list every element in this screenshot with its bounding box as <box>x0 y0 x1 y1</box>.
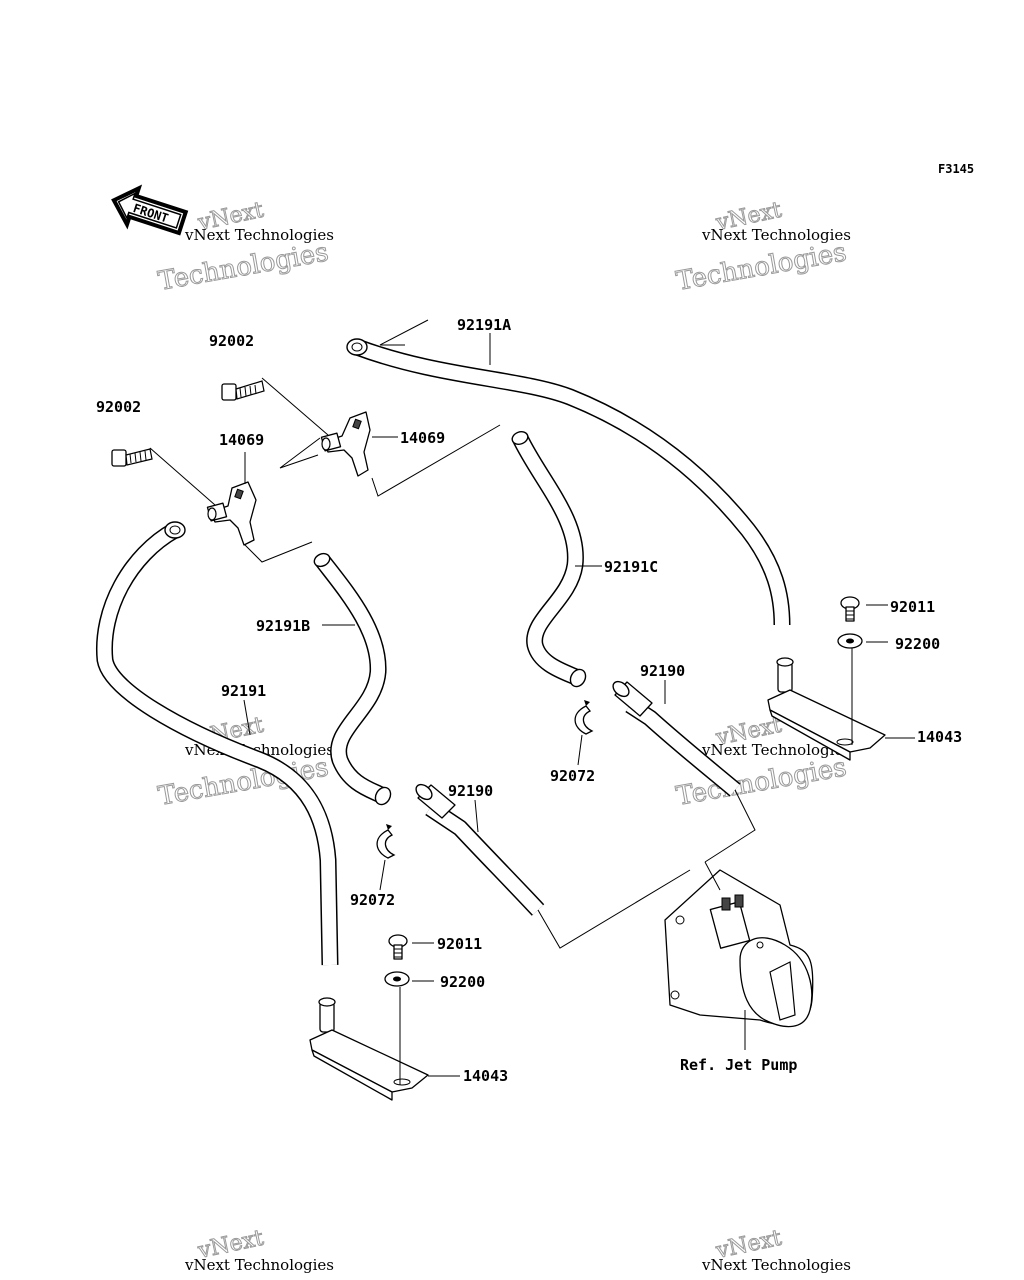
fitting-14069-right <box>320 411 371 477</box>
label-jet-pump-ref: Ref. Jet Pump <box>680 1056 797 1074</box>
label-92191: 92191 <box>221 682 266 700</box>
label-92072-left: 92072 <box>350 891 395 909</box>
watermark-bottom-right: vNext vNext Technologies <box>701 1225 851 1274</box>
label-92200-right: 92200 <box>895 635 940 653</box>
bolt-92002-left <box>111 448 153 467</box>
label-92072-right: 92072 <box>550 767 595 785</box>
label-14069-right: 14069 <box>400 429 445 447</box>
watermark-text: vNext Technologies <box>184 226 334 244</box>
hose-92191 <box>95 521 339 966</box>
label-92190-center: 92190 <box>448 782 493 800</box>
bolt-92002-top <box>221 380 265 401</box>
screw-92011-right <box>840 596 860 622</box>
svg-text:vNext Technologies: vNext Technologies <box>701 1256 851 1274</box>
figure-code: F3145 <box>938 162 974 176</box>
svg-text:vNext Technologies: vNext Technologies <box>701 741 851 759</box>
hose-92191B <box>313 552 392 806</box>
label-14069-left: 14069 <box>219 431 264 449</box>
clamp-92072-right <box>574 700 594 735</box>
label-92190-right: 92190 <box>640 662 685 680</box>
clamp-92072-left <box>376 824 396 859</box>
hose-92191C <box>511 431 587 688</box>
hose-92190-right <box>612 680 741 797</box>
jet-pump <box>664 869 814 1028</box>
watermark-bottom-left: vNext vNext Technologies <box>184 1225 334 1274</box>
label-92191A: 92191A <box>457 316 511 334</box>
watermark-word: Technologies <box>156 237 331 296</box>
label-92002-left: 92002 <box>96 398 141 416</box>
leader-lines <box>149 319 915 1085</box>
label-14043-right: 14043 <box>917 728 962 746</box>
label-92200-left: 92200 <box>440 973 485 991</box>
hose-92190-center <box>415 783 545 916</box>
filter-14043-right <box>767 657 886 761</box>
svg-text:vNext Technologies: vNext Technologies <box>701 226 851 244</box>
filter-14043-left <box>309 997 429 1101</box>
washer-92200-right <box>837 633 863 649</box>
front-arrow-icon: FRONT <box>111 184 189 236</box>
label-14043-left: 14043 <box>463 1067 508 1085</box>
label-92011-left: 92011 <box>437 935 482 953</box>
label-92002-top: 92002 <box>209 332 254 350</box>
hose-92191A <box>346 338 791 626</box>
label-92191B: 92191B <box>256 617 310 635</box>
washer-92200-left <box>384 971 410 987</box>
label-92191C: 92191C <box>604 558 658 576</box>
part-labels: 92191A 92002 92002 14069 14069 92191C 92… <box>96 316 962 1085</box>
svg-text:Technologies: Technologies <box>674 237 849 296</box>
watermark-top-right: vNext vNext Technologies Technologies <box>674 197 852 297</box>
screw-92011-left <box>388 934 408 960</box>
fitting-14069-left <box>206 481 257 546</box>
label-92011-right: 92011 <box>890 598 935 616</box>
svg-text:vNext Technologies: vNext Technologies <box>184 1256 334 1274</box>
